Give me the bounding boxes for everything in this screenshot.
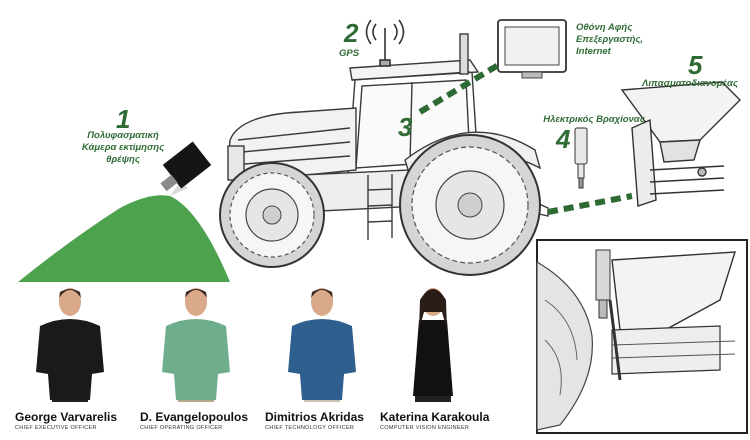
callout-label-5: Λιπασματοδιανομέας	[642, 78, 738, 89]
person-head	[311, 288, 333, 316]
gps-antenna-icon	[365, 19, 405, 67]
rear-wheel	[399, 134, 541, 276]
person-head	[185, 288, 207, 316]
connector-lines	[418, 61, 633, 215]
person-hair	[59, 289, 81, 298]
person-head	[59, 288, 81, 316]
team-title-4: COMPUTER VISION ENGINEER	[380, 425, 470, 431]
callout-number-1: 1	[116, 104, 131, 134]
front-wheel	[219, 162, 325, 268]
team-name-2: D. Evangelopoulos	[140, 410, 249, 424]
team-title-1: CHIEF EXECUTIVE OFFICER	[15, 425, 97, 431]
person-body	[162, 319, 230, 400]
callout-label-3: Οθόνη Αφής Επεξεργαστής, Internet	[576, 22, 644, 57]
person-body	[36, 319, 104, 400]
person-hair	[419, 289, 447, 330]
team-name-4: Katerina Karakoula	[380, 410, 490, 424]
callout-label-1: Πολυφασματική Κάμερα εκτίμησης θρέψης	[81, 130, 165, 165]
person-body	[413, 320, 453, 396]
callout-number-2: 2	[344, 18, 359, 48]
callout-number-4: 4	[556, 124, 571, 154]
team-title-2: CHIEF OPERATING OFFICER	[140, 425, 223, 431]
callout-number-3: 3	[398, 112, 413, 142]
detail-inset	[536, 239, 748, 434]
team-photo-4	[413, 288, 453, 402]
team-photo-3	[288, 288, 356, 402]
team-name-1: George Varvarelis	[15, 410, 118, 424]
electric-arm-icon	[574, 127, 588, 189]
callout-number-5: 5	[688, 50, 703, 80]
team-name-3: Dimitrios Akridas	[265, 410, 364, 424]
callout-label-2: GPS	[338, 48, 360, 59]
team-title-3: CHIEF TECHNOLOGY OFFICER	[265, 425, 355, 431]
crop-field	[18, 195, 230, 282]
person-body	[288, 319, 356, 400]
person-hair	[185, 289, 207, 298]
person-hair	[311, 289, 333, 298]
touch-screen-icon	[497, 19, 567, 79]
team-photo-1	[36, 288, 104, 402]
team-photo-2	[162, 288, 230, 402]
fertilizer-spreader-icon	[620, 81, 741, 207]
callout-label-4: Ηλεκτρικός Βραχίονας	[543, 114, 645, 125]
team-photos	[36, 288, 453, 402]
multispectral-camera-icon	[160, 141, 212, 192]
